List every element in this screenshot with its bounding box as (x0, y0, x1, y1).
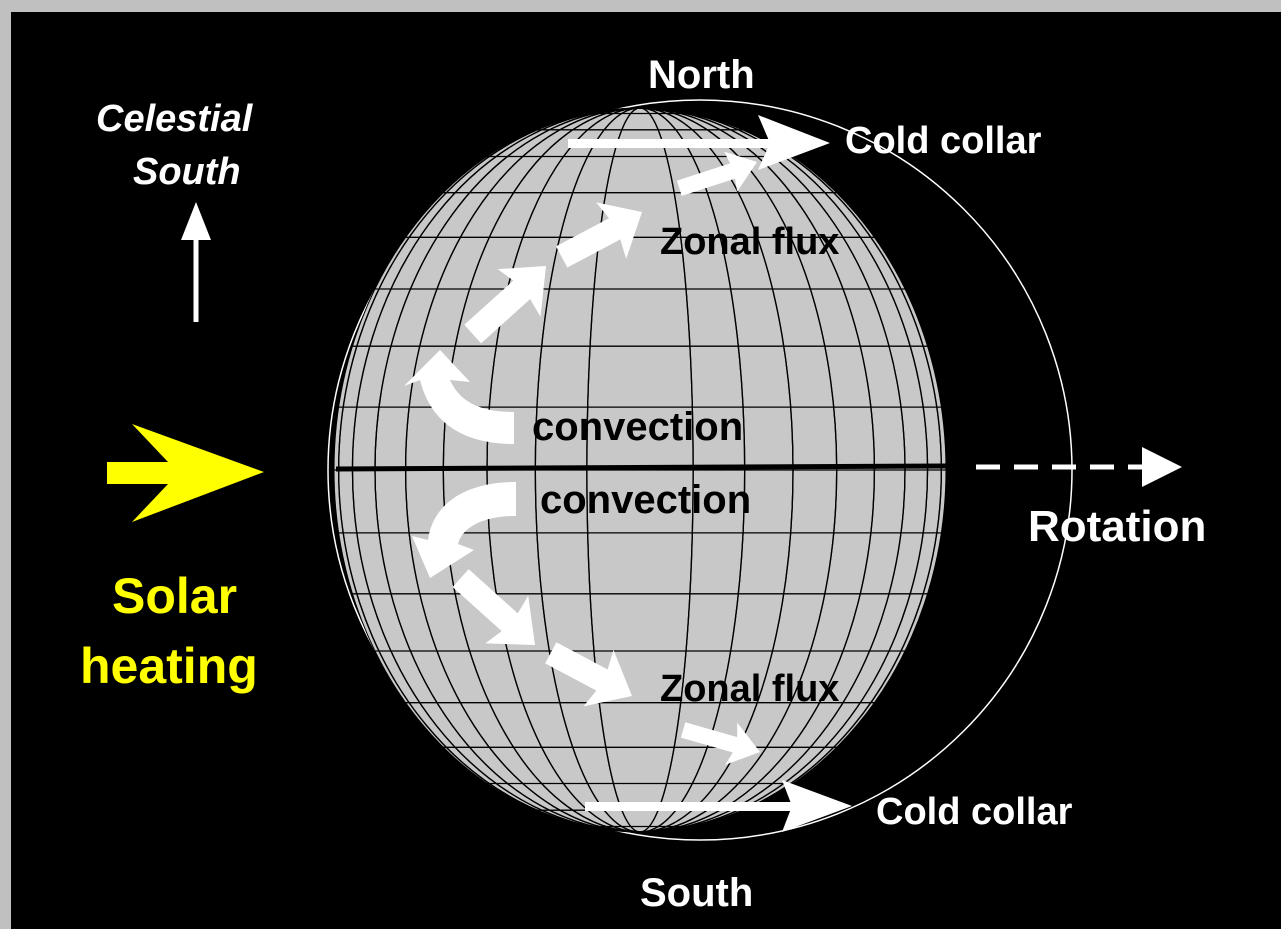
flow-arrow-icon (464, 266, 546, 344)
solar-heating-label-line2: heating (80, 638, 258, 694)
cold-collar-top-label: Cold collar (845, 120, 1042, 162)
flow-arrow-icon (680, 722, 760, 765)
convection-bottom-label: convection (540, 478, 752, 522)
convection-north-arrow-icon (404, 350, 514, 444)
convection-south-arrow-icon (412, 482, 516, 578)
flow-arrow-icon (452, 569, 535, 645)
south-label: South (640, 871, 754, 915)
flow-arrow-icon (545, 642, 632, 707)
zonal-flux-south-arrows (452, 569, 760, 765)
zonal-flux-bottom-label: Zonal flux (660, 668, 840, 710)
cold-collar-bottom-arrow-icon (585, 780, 852, 832)
rotation-arrow-icon (976, 447, 1182, 487)
solar-heating-arrow-icon (107, 424, 264, 522)
zonal-flux-north-arrows (464, 151, 757, 344)
rotation-label: Rotation (1028, 502, 1207, 551)
solar-heating-label-line1: Solar (112, 568, 238, 624)
celestial-south-label-line2: South (133, 151, 241, 193)
cold-collar-bottom-label: Cold collar (876, 791, 1073, 833)
rotation-orbit-outline (327, 99, 1073, 841)
celestial-south-label-line1: Celestial (96, 98, 253, 140)
convection-top-label: convection (532, 405, 744, 449)
equator-line (335, 463, 947, 472)
zonal-flux-top-label: Zonal flux (660, 221, 840, 263)
flow-arrow-icon (676, 151, 757, 196)
north-label: North (648, 53, 755, 97)
flow-arrow-icon (556, 202, 642, 268)
cold-collar-top-arrow-icon (568, 115, 830, 170)
celestial-south-arrow-icon (181, 202, 211, 322)
